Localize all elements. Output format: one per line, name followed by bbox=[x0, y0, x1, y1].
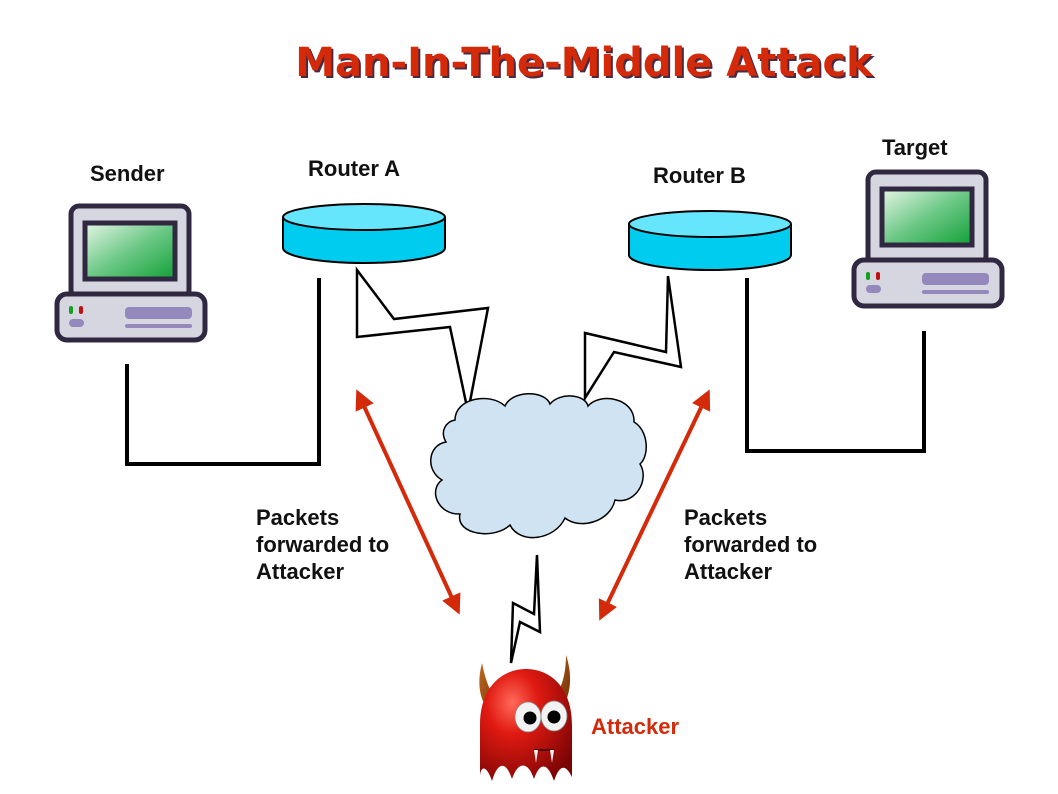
attacker-label: Attacker bbox=[591, 714, 680, 739]
arrow-router-b-attacker bbox=[598, 389, 711, 621]
cloud-icon bbox=[430, 393, 647, 539]
diagram-title: Man-In-The-Middle Attack bbox=[295, 40, 873, 86]
router-a-icon bbox=[282, 203, 446, 264]
target-label: Target bbox=[882, 135, 948, 160]
router-b-icon bbox=[628, 210, 792, 271]
attacker-devil-icon bbox=[479, 655, 572, 781]
router-b-label: Router B bbox=[653, 163, 746, 188]
target-computer-icon bbox=[851, 169, 1005, 309]
wireless-link-cloud-attacker bbox=[509, 554, 542, 664]
right-annotation: Packets forwarded to Attacker bbox=[684, 505, 818, 584]
wired-link-router-b-target bbox=[745, 278, 926, 453]
router-a-label: Router A bbox=[308, 156, 401, 181]
wireless-link-router-a-cloud bbox=[355, 266, 490, 413]
wired-link-sender-router-a bbox=[125, 278, 321, 466]
sender-computer-icon bbox=[54, 203, 208, 343]
sender-label: Sender bbox=[90, 161, 165, 186]
arrow-router-a-attacker bbox=[355, 389, 461, 615]
left-annotation: Packets forwarded to Attacker bbox=[256, 505, 390, 584]
wireless-link-router-b-cloud bbox=[583, 275, 683, 403]
